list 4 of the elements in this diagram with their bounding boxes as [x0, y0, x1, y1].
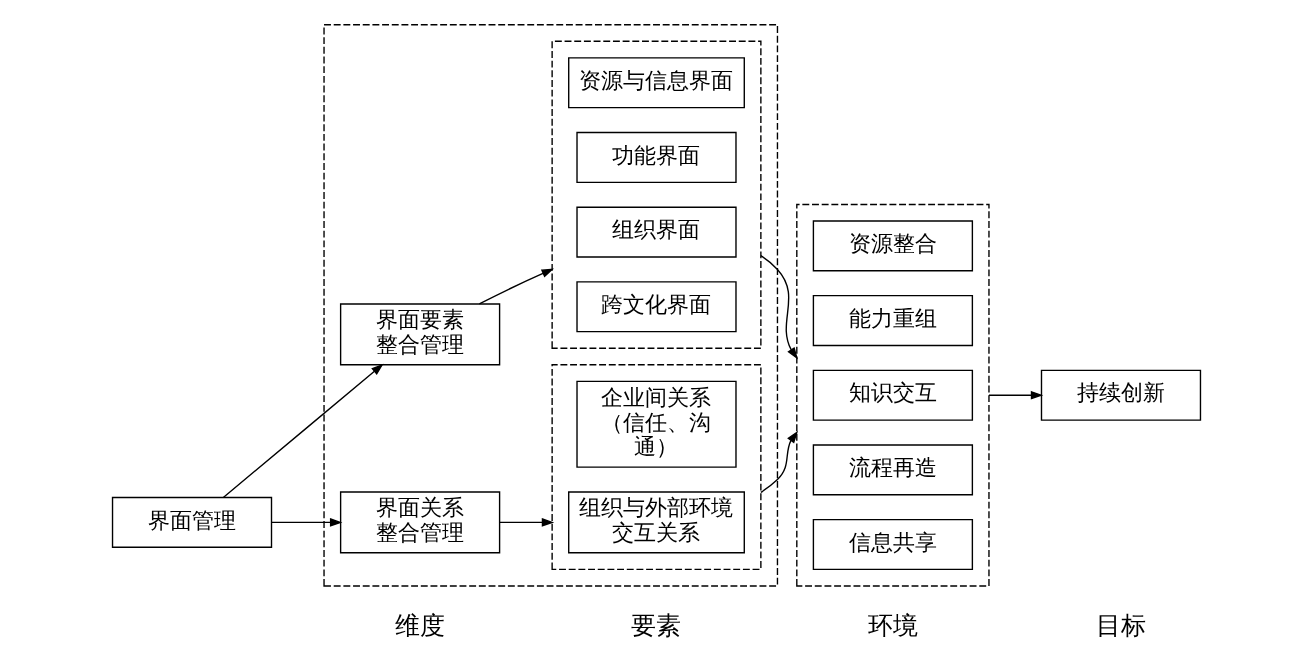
label: 要素	[631, 610, 682, 640]
label: 环境	[867, 610, 918, 640]
label: 目标	[1095, 610, 1146, 640]
label: 维度	[395, 610, 446, 640]
